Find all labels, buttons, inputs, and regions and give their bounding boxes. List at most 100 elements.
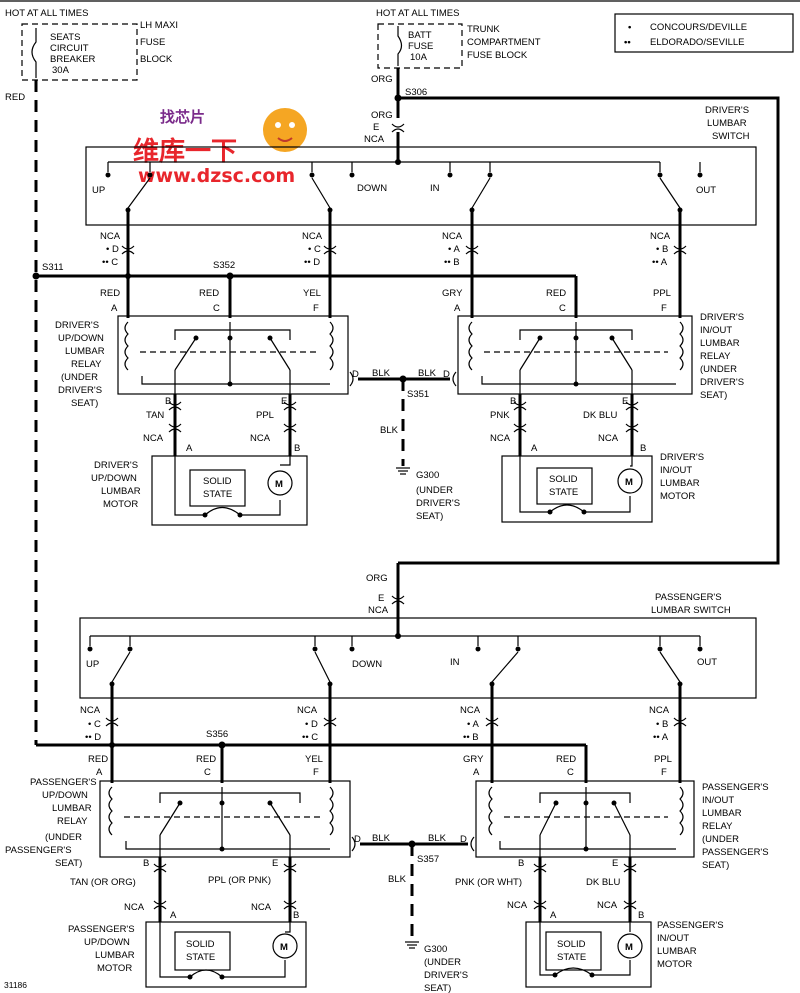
drv-io-relay-1: DRIVER'S: [700, 312, 744, 323]
pass-ud-relay-6: PASSENGER'S: [5, 845, 72, 856]
diagram-id: 31186: [4, 980, 27, 990]
pass-io-motor-1: PASSENGER'S: [657, 920, 724, 931]
drv-ud-relay-2: UP/DOWN: [58, 333, 104, 344]
driver-ground: D D BLK BLK S351 BLK G300 (UNDER DRIVER'…: [349, 368, 460, 522]
pass-nca-m2: NCA: [251, 902, 272, 913]
pass-conn-dc-2: •• C: [302, 732, 318, 743]
pass-pos-in: IN: [450, 657, 460, 668]
pass-conn-dd-1: •• D: [85, 732, 101, 743]
wire-org-pass: ORG: [366, 573, 388, 584]
fuse-symbol: [397, 26, 403, 66]
pass-conn-sa-3: • A: [467, 719, 479, 730]
drv-io-relay-4: RELAY: [700, 351, 731, 362]
pass-ud-relay-5: (UNDER: [45, 832, 82, 843]
pass-pos-down: DOWN: [352, 659, 382, 670]
passenger-updown-motor: M SOLID STATE PASSENGER'S UP/DOWN LUMBAR…: [68, 921, 307, 988]
drv-wire-pnk: PNK: [490, 410, 510, 421]
drv-conn-sa-3: • A: [448, 244, 460, 255]
legend-single-symbol: •: [628, 22, 632, 33]
passenger-ground: D D BLK BLK S357 BLK G300 (UNDER DRIVER'…: [351, 833, 475, 993]
driver-switch-label-2: LUMBAR: [707, 118, 747, 129]
driver-pos-down: DOWN: [357, 183, 387, 194]
pass-wire-gry: GRY: [463, 754, 484, 765]
pass-switch-label-1: PASSENGER'S: [655, 592, 722, 603]
pass-pos-out: OUT: [697, 657, 717, 668]
trunk-fuse-3: FUSE BLOCK: [467, 50, 528, 61]
pass-gnd-blk-1: BLK: [372, 833, 391, 844]
drv-io-pin-b: B: [510, 396, 516, 407]
drv-io-relay-2: IN/OUT: [700, 325, 732, 336]
pass-ud-relay-7: SEAT): [55, 858, 82, 869]
drv-ud-relay-5: (UNDER: [61, 372, 98, 383]
drv-wire-tan: TAN: [146, 410, 164, 421]
conn-e-pass: E: [378, 593, 384, 604]
drv-pin-c-2: C: [559, 303, 566, 314]
pass-gnd-pin-d-1: D: [354, 834, 361, 845]
drv-conn-dd-2: •• D: [304, 257, 320, 268]
trunk-fuse-1: TRUNK: [467, 24, 500, 35]
pass-io-motor-3: LUMBAR: [657, 946, 697, 957]
drv-ud-relay-3: LUMBAR: [65, 346, 105, 357]
pass-wire-ppl: PPL: [654, 754, 672, 765]
legend-double-symbol: ••: [624, 37, 631, 48]
drv-ud-motor-1: DRIVER'S: [94, 460, 138, 471]
lh-fuse-block-1: LH MAXI: [140, 20, 178, 31]
drv-pin-f-1: F: [313, 303, 319, 314]
pass-wire-red-2: RED: [196, 754, 216, 765]
pass-ud-motor-m: M: [280, 942, 288, 953]
pass-io-state: STATE: [557, 952, 586, 963]
legend-double-text: ELDORADO/SEVILLE: [650, 37, 745, 48]
pass-ground-desc-1: (UNDER: [424, 957, 461, 968]
drv-wire-ppl: PPL: [653, 288, 671, 299]
lh-fuse-block-3: BLOCK: [140, 54, 173, 65]
drv-ud-motor-4: MOTOR: [103, 499, 138, 510]
pass-io-pin-e: E: [612, 858, 618, 869]
pass-io-motor-m: M: [625, 942, 633, 953]
driver-updown-motor: M SOLID STATE DRIVER'S UP/DOWN LUMBAR MO…: [91, 455, 308, 526]
pass-conn-sc-1: • C: [88, 719, 101, 730]
hot-at-all-times-right: HOT AT ALL TIMES: [376, 8, 459, 19]
lh-fuse-block-2: FUSE: [140, 37, 165, 48]
drv-nca-2: NCA: [302, 231, 323, 242]
pass-io-solid: SOLID: [557, 939, 586, 950]
pass-pin-c-1: C: [204, 767, 211, 778]
pass-io-relay-5: (UNDER: [702, 834, 739, 845]
passenger-switch-connectors: NCA • C •• D NCA • D •• C NCA • A •• B N…: [80, 684, 687, 783]
driver-inout-motor: M SOLID STATE DRIVER'S IN/OUT LUMBAR MOT…: [501, 452, 704, 523]
pass-nca-3: NCA: [460, 705, 481, 716]
pass-ud-relay-1: PASSENGER'S: [30, 777, 97, 788]
org-loop-wire: [398, 96, 780, 565]
pass-ud-solid: SOLID: [186, 939, 215, 950]
pass-io-relay-3: LUMBAR: [702, 808, 742, 819]
drv-io-m-pin-b: B: [640, 443, 646, 454]
drv-ground-desc-2: DRIVER'S: [416, 498, 460, 509]
pass-io-relay-6: PASSENGER'S: [702, 847, 769, 858]
drv-io-m-pin-a: A: [531, 443, 538, 454]
pass-ud-relay-3: LUMBAR: [52, 803, 92, 814]
pass-wire-tan-org: TAN (OR ORG): [70, 877, 136, 888]
batt-fuse-3: 10A: [410, 52, 428, 63]
drv-nca-m2: NCA: [250, 433, 271, 444]
wire-org-2: ORG: [371, 110, 393, 121]
pass-io-pin-b: B: [518, 858, 524, 869]
driver-lumbar-switch: DRIVER'S LUMBAR SWITCH UP DOWN IN OUT: [85, 105, 757, 226]
driver-switch-label-3: SWITCH: [712, 131, 750, 142]
pass-ground-desc-3: SEAT): [424, 983, 451, 993]
pass-io-motor-4: MOTOR: [657, 959, 692, 970]
drv-conn-db-3: •• B: [444, 257, 460, 268]
batt-fuse-1: BATT: [408, 30, 432, 41]
drv-ud-m-pin-a: A: [186, 443, 193, 454]
splice-s306: S306: [405, 87, 427, 98]
drv-io-solid: SOLID: [549, 474, 578, 485]
pass-wire-pnk-wht: PNK (OR WHT): [455, 877, 522, 888]
drv-io-relay-3: LUMBAR: [700, 338, 740, 349]
pass-io-relay-7: SEAT): [702, 860, 729, 871]
wire-red-left: RED: [5, 92, 25, 103]
pass-gnd-blk-3: BLK: [388, 874, 407, 885]
pass-conn-da-4: •• A: [653, 732, 669, 743]
drv-io-relay-7: SEAT): [700, 390, 727, 401]
hot-at-all-times-left: HOT AT ALL TIMES: [5, 8, 88, 19]
pass-ud-m-pin-b: B: [293, 910, 299, 921]
drv-ud-state: STATE: [203, 489, 232, 500]
